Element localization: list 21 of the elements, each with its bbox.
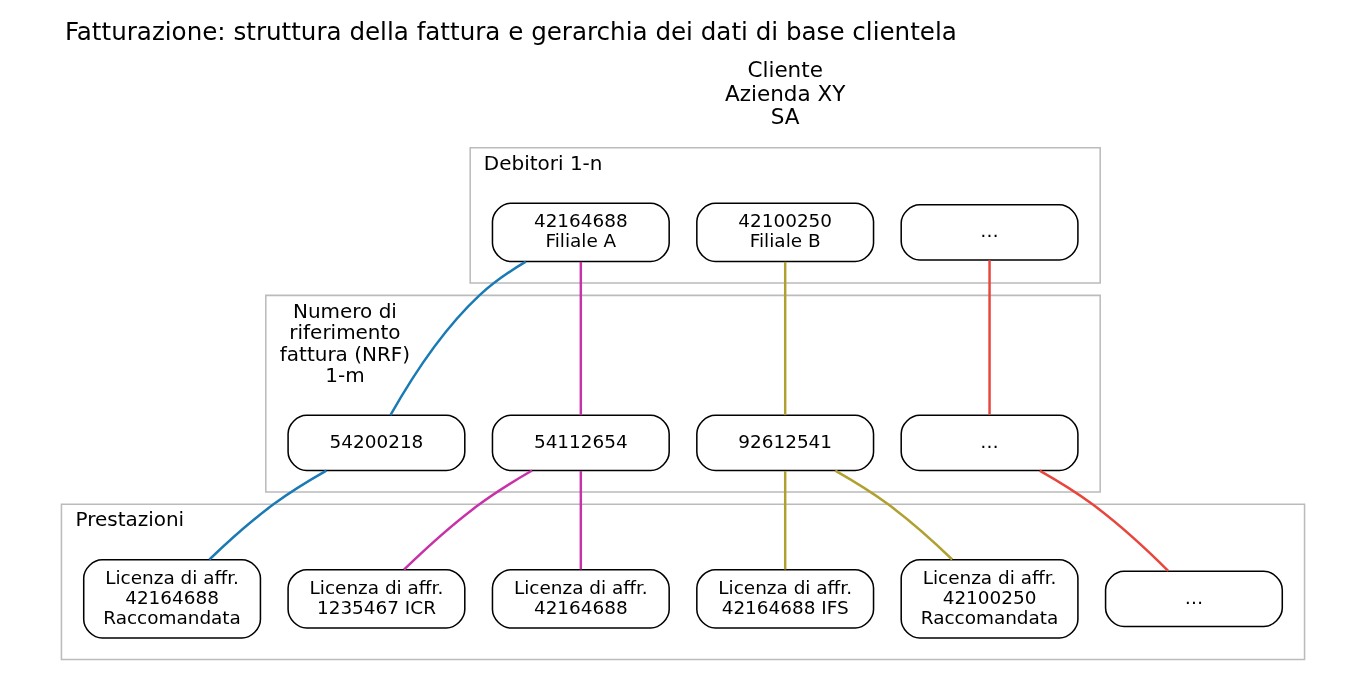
connector xyxy=(783,471,787,570)
node-box: … xyxy=(900,414,1079,472)
node-box: Licenza di affr. 42164688 xyxy=(491,568,670,629)
connector xyxy=(403,469,533,571)
node-box: Licenza di affr. 42164688 Raccomandata xyxy=(82,558,262,639)
diagram-title: Fatturazione: struttura della fattura e gerarchia dei dati di base clientela xyxy=(64,16,957,46)
node-box: … xyxy=(1104,570,1284,628)
node-box: … xyxy=(900,203,1079,261)
node-box: 92612541 xyxy=(696,414,875,472)
node-box: 42164688 Filiale A xyxy=(491,202,670,263)
connector xyxy=(988,260,991,415)
connector xyxy=(579,261,583,416)
connector xyxy=(783,261,787,416)
node-box: Licenza di affr. 42100250 Raccomandata xyxy=(900,558,1079,639)
node-box: 54112654 xyxy=(491,414,670,472)
node-box: 42100250 Filiale B xyxy=(696,202,875,263)
node-box: Licenza di affr. 1235467 ICR xyxy=(287,568,466,629)
node-box: 54200218 xyxy=(287,414,466,472)
label: Cliente Azienda XY SA xyxy=(725,57,846,129)
connector xyxy=(579,471,583,570)
node-box: Licenza di affr. 42164688 IFS xyxy=(696,568,875,629)
